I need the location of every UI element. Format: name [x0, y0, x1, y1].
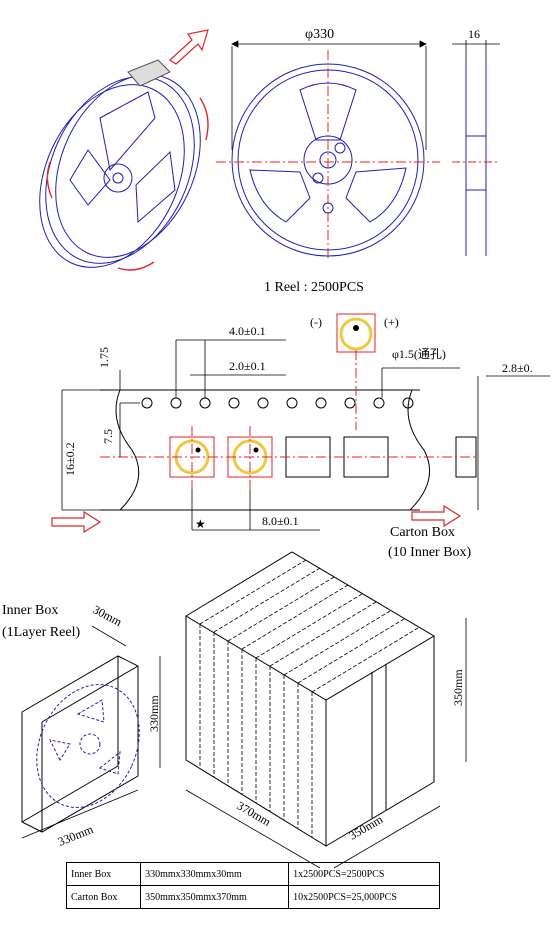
dim-7-5: 7.5 — [101, 429, 115, 444]
inner-subtitle: (1Layer Reel) — [2, 625, 80, 640]
inner-height-label: 330mm — [147, 695, 161, 732]
table-row: Carton Box 350mmx350mmx370mm 10x2500PCS=… — [65, 885, 440, 909]
reel-width-dim — [452, 40, 500, 62]
inner-box-reel — [36, 684, 140, 808]
tape-centerlines — [100, 350, 478, 490]
inner-width-label: 330mm — [56, 822, 96, 849]
table-cell-size: 350mmx350mmx370mm — [140, 885, 290, 909]
reel-diameter-dim — [231, 40, 427, 150]
dim-pitch-2: 2.0±0.1 — [229, 359, 266, 373]
dim-width-16: 16±0.2 — [63, 442, 77, 476]
reel-side-view — [465, 62, 487, 256]
dim-hole: φ1.5(通孔) — [392, 347, 446, 361]
reel-perspective — [39, 59, 201, 268]
inner-title: Inner Box — [2, 603, 58, 618]
carton-length-label: 370mm — [235, 798, 274, 829]
table-cell-name: Inner Box — [65, 862, 142, 886]
carton-subtitle: (10 Inner Box) — [388, 545, 472, 560]
polarity-negative: (-) — [310, 315, 322, 329]
table-cell-qty: 1x2500PCS=2500PCS — [288, 862, 440, 886]
table-cell-qty: 10x2500PCS=25,000PCS — [288, 885, 440, 909]
tape-dimensions — [61, 339, 550, 531]
carton-dims — [185, 618, 467, 869]
carton-inner-boxes — [199, 559, 419, 837]
dim-pitch-4: 4.0±0.1 — [229, 324, 266, 338]
sprocket-holes — [141, 397, 414, 409]
carton-height-label: 350mm — [451, 669, 465, 706]
table-row: Inner Box 330mmx330mmx30mm 1x2500PCS=250… — [65, 862, 440, 886]
reel-centerlines — [216, 50, 440, 260]
table-cell-name: Carton Box — [65, 885, 142, 909]
reel-quantity-caption: 1 Reel : 2500PCS — [264, 280, 364, 295]
table-cell-size: 330mmx330mmx30mm — [140, 862, 290, 886]
polarity-positive: (+) — [384, 315, 399, 329]
dim-thickness: 2.8±0. — [502, 361, 533, 375]
carton-box — [185, 551, 435, 847]
reel-width-label: 16 — [468, 27, 480, 41]
feed-arrows — [51, 504, 462, 534]
inner-depth-label: 30mm — [91, 602, 125, 629]
dim-1-75: 1.75 — [97, 347, 111, 368]
dim-pitch-8: 8.0±0.1 — [262, 514, 299, 528]
reel-arrow-outline — [169, 29, 209, 65]
carton-width-label: 350mm — [347, 812, 386, 843]
star-mark: ★ — [195, 517, 206, 531]
component-dots — [195, 325, 359, 453]
reel-diameter-label: φ330 — [305, 27, 334, 42]
inner-box — [21, 655, 139, 833]
carton-title: Carton Box — [390, 525, 455, 540]
inner-box-dims — [21, 625, 161, 839]
packaging-table: Inner Box 330mmx330mmx30mm 1x2500PCS=250… — [65, 862, 440, 909]
reel-rotation-arrows — [46, 97, 209, 271]
